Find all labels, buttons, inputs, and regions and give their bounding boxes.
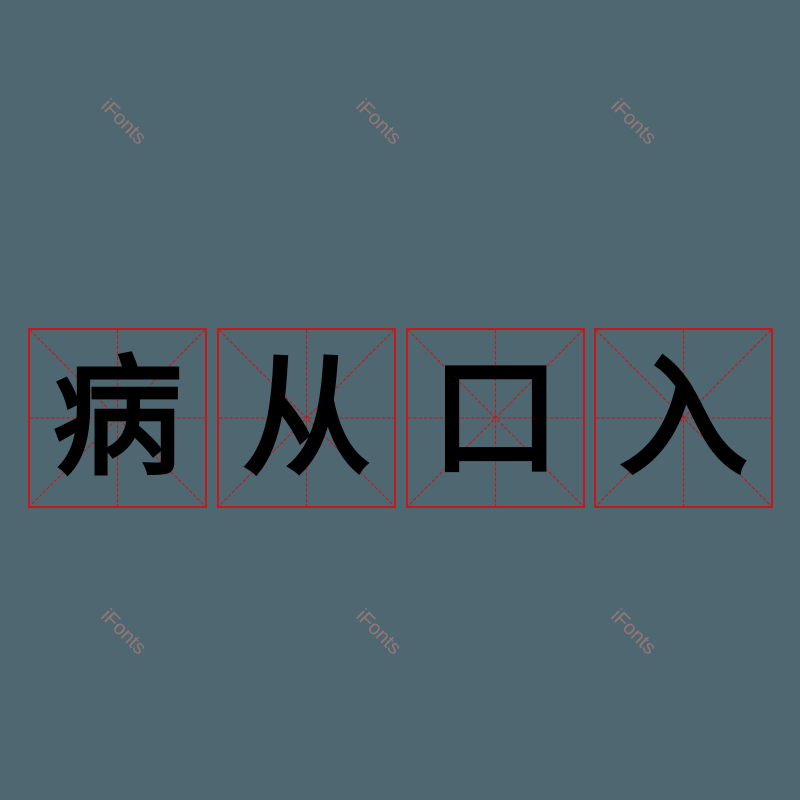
watermark: iFonts	[96, 605, 151, 660]
watermark: iFonts	[606, 605, 661, 660]
watermark: iFonts	[96, 95, 151, 150]
character: 病	[52, 342, 183, 494]
character-grid-2: 从	[217, 328, 396, 508]
character: 从	[241, 342, 372, 494]
watermark: iFonts	[351, 605, 406, 660]
character-grid-3: 口	[406, 328, 585, 508]
character-grid-1: 病	[28, 328, 207, 508]
character: 口	[430, 342, 561, 494]
character: 入	[618, 342, 749, 494]
watermark: iFonts	[606, 95, 661, 150]
character-grid-4: 入	[594, 328, 773, 508]
watermark: iFonts	[351, 95, 406, 150]
